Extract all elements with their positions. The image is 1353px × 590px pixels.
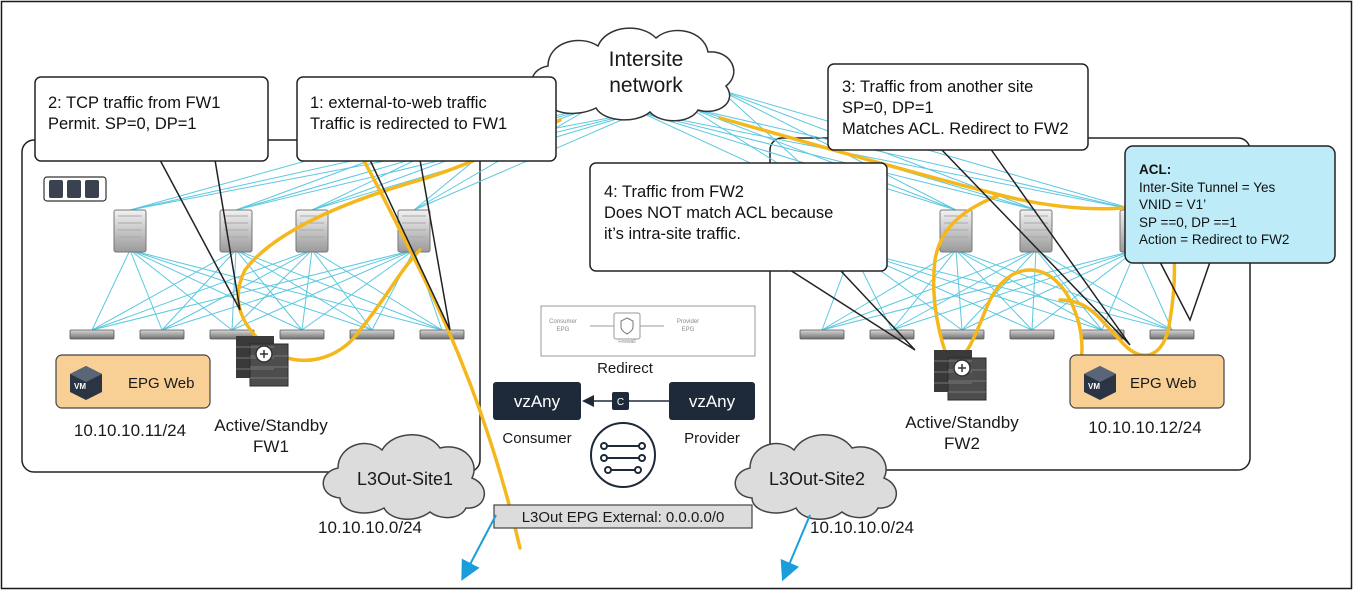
contract-c-label: C	[617, 397, 624, 408]
leaf-switch-s2-6	[1149, 329, 1195, 340]
leaf-switch-s1-6	[419, 329, 465, 340]
acl-line-1: Inter-Site Tunnel = Yes	[1139, 179, 1276, 195]
callout-3-box	[827, 63, 1089, 151]
path-external-to-fw1	[338, 118, 522, 550]
acl-line-4: Action = Redirect to FW2	[1139, 232, 1290, 247]
callout-3-line-2: SP=0, DP=1	[842, 99, 934, 117]
l3out-site1-label: L3Out-Site1	[357, 469, 453, 489]
leaf-switch-s2-1	[799, 329, 845, 340]
consumer-vzany-label: vzAny	[514, 392, 561, 411]
intersite-cloud	[531, 27, 735, 122]
site2-vm-badge: VM	[1088, 382, 1100, 391]
leaf-switch-s2-4	[1009, 329, 1055, 340]
callout-4-line-3: it’s intra-site traffic.	[604, 225, 741, 243]
provider-vzany-box	[669, 382, 755, 420]
callout-4-box	[589, 162, 888, 272]
provider-label: Provider	[684, 430, 740, 447]
callout-1-line-1: 1: external-to-web traffic	[310, 94, 487, 112]
graph-provider-label-2: EPG	[682, 327, 695, 333]
path-intersite-to-site2	[718, 116, 1162, 211]
site1-epg-ip: 10.10.10.11/24	[74, 421, 186, 440]
graph-consumer-label-2: EPG	[557, 327, 570, 333]
callout-4-line-1: 4: Traffic from FW2	[604, 183, 744, 201]
acl-box	[1124, 145, 1336, 264]
fw1-label-1: Active/Standby	[214, 416, 328, 435]
leaf-switch-s1-2	[139, 329, 185, 340]
callout-4: 4: Traffic from FW2 Does NOT match ACL b…	[604, 182, 833, 245]
l3out-site2-cloud	[734, 434, 898, 520]
redirect-label: Redirect	[597, 360, 654, 377]
fw2-label-1: Active/Standby	[905, 413, 1019, 432]
leaf-switch-s1-4	[279, 329, 325, 340]
path-fw1-loop	[236, 118, 562, 363]
leaf-switch-s1-1	[69, 329, 115, 340]
orchestrator-icon	[590, 422, 656, 488]
l3out-epg-box	[493, 504, 753, 529]
site1-vm-badge: VM	[74, 382, 86, 391]
callout-1-box	[296, 76, 557, 162]
fw2-icon	[934, 350, 987, 401]
fabric-links	[91, 249, 1173, 331]
l3out-epg-label: L3Out EPG External: 0.0.0.0/0	[522, 509, 725, 526]
callout-3: 3: Traffic from another site SP=0, DP=1 …	[842, 77, 1069, 140]
consumer-label: Consumer	[502, 430, 571, 447]
l3out-site2-subnet: 10.10.10.0/24	[810, 518, 914, 537]
graph-consumer-label-1: Consumer	[549, 319, 577, 325]
callout-2-box	[34, 76, 269, 162]
consumer-vzany-box	[493, 382, 581, 420]
acl-title: ACL:	[1139, 162, 1172, 177]
graph-provider-label-1: Provider	[677, 319, 699, 325]
callout-4-line-2: Does NOT match ACL because	[604, 204, 834, 222]
service-graph	[540, 305, 756, 357]
callout-2-line-2: Permit. SP=0, DP=1	[48, 115, 197, 133]
callout-1-line-2: Traffic is redirected to FW1	[310, 115, 508, 133]
site1-epg-label: EPG Web	[128, 375, 194, 392]
leaf-switch-s1-5	[349, 329, 395, 340]
callout-tails	[159, 147, 1211, 351]
leaf-switches	[69, 329, 1195, 340]
site2-epg-ip: 10.10.10.12/24	[1088, 418, 1201, 437]
acl-line-2: VNID = V1’	[1139, 197, 1207, 212]
l3out-site1-cloud	[322, 434, 486, 520]
spine-switch-s1-1	[113, 209, 147, 253]
callout-3-line-3: Matches ACL. Redirect to FW2	[842, 120, 1069, 138]
callout-1: 1: external-to-web traffic Traffic is re…	[310, 93, 507, 135]
l3out-site1-subnet: 10.10.10.0/24	[318, 518, 422, 537]
site2-external-arrow	[780, 514, 811, 582]
callout-3-line-1: 3: Traffic from another site	[842, 78, 1034, 96]
callout-2: 2: TCP traffic from FW1 Permit. SP=0, DP…	[48, 93, 220, 135]
site1-vm-icon	[70, 366, 102, 400]
site2-vm-icon	[1084, 366, 1116, 400]
contract-c-box	[612, 392, 629, 410]
fw1-label-2: FW1	[253, 437, 289, 456]
site1-external-arrow	[461, 514, 497, 581]
path-site2-loop-a	[931, 193, 1084, 387]
intersite-label-1: Intersite	[609, 48, 684, 71]
fw2-label-2: FW2	[944, 434, 980, 453]
acl-line-3: SP ==0, DP ==1	[1139, 214, 1237, 230]
l3out-site2-label: L3Out-Site2	[769, 469, 865, 489]
site2-epg-label: EPG Web	[1130, 375, 1196, 392]
graph-firewall-label: Firewall	[618, 339, 635, 345]
callout-2-line-1: 2: TCP traffic from FW1	[48, 94, 221, 112]
acl-callout: ACL: Inter-Site Tunnel = Yes VNID = V1’ …	[1139, 161, 1289, 249]
provider-vzany-label: vzAny	[689, 392, 736, 411]
traffic-paths	[236, 116, 1177, 550]
fw1-icon	[236, 336, 289, 387]
spine-switch-s2-2	[939, 209, 973, 253]
spine-switch-s1-3	[295, 209, 329, 253]
server-rack-icon	[43, 176, 107, 202]
intersite-label-2: network	[609, 74, 683, 97]
